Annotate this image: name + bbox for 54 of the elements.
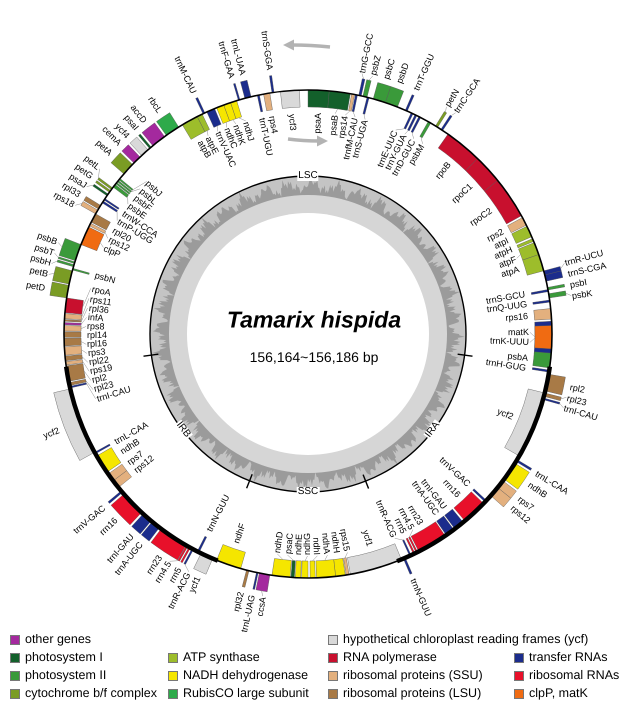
gene-label: psaA: [312, 112, 323, 134]
gene-label: psbA: [506, 350, 528, 363]
legend-label: photosystem II: [25, 668, 106, 682]
gene-label: trnS-GGA: [259, 30, 275, 70]
gene-label: psbK: [571, 288, 594, 300]
gene-label: ndhF: [231, 522, 248, 545]
legend-label: ribosomal RNAs: [529, 668, 620, 682]
gene-label: petB: [28, 265, 49, 279]
region-label: SSC: [296, 487, 320, 497]
gene-label: psbI: [569, 276, 588, 290]
legend-label: ATP synthase: [183, 650, 260, 664]
gene-label: psbC: [381, 57, 397, 80]
legend-label: RubisCO large subunit: [183, 686, 309, 700]
legend-label: RNA polymerase: [343, 650, 437, 664]
gene-label: rpl32: [230, 591, 246, 614]
legend-label: photosystem I: [25, 650, 103, 664]
gene-label: ycf3: [286, 113, 298, 130]
gene-label: ndhD: [272, 530, 286, 554]
gene-label: ndhG: [302, 532, 313, 555]
region-label: LSC: [297, 171, 319, 181]
gene-label: ndhE: [292, 534, 304, 555]
gene-label: rps16: [505, 310, 529, 323]
legend-label: transfer RNAs: [529, 650, 608, 664]
gene-label: rpl2: [568, 382, 586, 395]
gene-label: psaC: [282, 532, 295, 554]
legend-label: other genes: [25, 632, 92, 646]
gene-label: rpoA: [90, 284, 112, 298]
gene-label: rpl14: [86, 330, 108, 340]
genome-title: Tamarix hispida: [226, 306, 402, 334]
gene-label: infA: [87, 312, 104, 324]
gene-label: rpl16: [87, 338, 108, 350]
gene-label: petD: [25, 279, 46, 293]
legend-label: ribosomal proteins (SSU): [343, 668, 483, 682]
gene-label: ycf1: [360, 528, 375, 548]
gene-label: rps8: [86, 321, 105, 332]
gene-label: matK: [508, 327, 530, 338]
legend-label: NADH dehydrogenase: [183, 668, 308, 682]
gene-label: psbB: [36, 230, 59, 247]
gene-label: psbD: [394, 62, 412, 85]
legend-label: hypothetical chloroplast reading frames (ycf): [343, 632, 588, 646]
gene-label: psbN: [94, 270, 116, 286]
genome-size-label: 156,164~156,186 bp: [250, 349, 378, 365]
legend-label: cytochrome b/f complex: [25, 686, 157, 700]
gene-label: rpl23: [566, 392, 588, 408]
gene-label: trnK-UUU: [490, 336, 530, 348]
gene-label: psbZ: [368, 54, 383, 76]
gene-label: ycf2: [42, 425, 60, 440]
legend-label: clpP, matK: [529, 686, 588, 700]
gene-label: ycf2: [496, 406, 515, 422]
gene-label: ndhA: [320, 532, 332, 555]
legend-label: ribosomal proteins (LSU): [343, 686, 482, 700]
gene-label: ccsA: [254, 596, 268, 618]
gene-label: ndhI: [312, 537, 322, 555]
gene-label: psaB: [328, 114, 340, 136]
